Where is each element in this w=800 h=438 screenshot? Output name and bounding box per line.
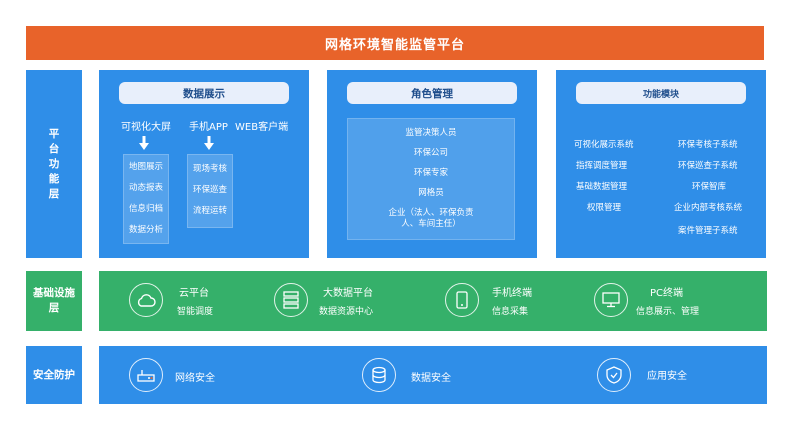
arrow-down-icon [139, 136, 149, 150]
infra-subtitle: 信息采集 [492, 307, 529, 317]
cloud-icon [129, 283, 163, 317]
panel-function-module: 功能模块 可视化展示系统 指挥调度管理 基础数据管理 权限管理 环保考核子系统 … [556, 70, 766, 258]
layer-label-infra-line: 基础设施 [33, 287, 75, 299]
layer-label-platform-char: 层 [48, 187, 60, 200]
function-item: 权限管理 [587, 203, 622, 213]
arrow-down-icon [204, 136, 214, 150]
infra-title: 云平台 [179, 288, 209, 299]
infra-subtitle: 智能调度 [177, 307, 214, 317]
panel-role-management: 角色管理 监管决策人员 环保公司 环保专家 网格员 企业（法人、环保负责 人、车… [327, 70, 537, 258]
function-item: 企业内部考核系统 [674, 203, 743, 213]
function-item: 可视化展示系统 [574, 140, 634, 150]
layer-label-platform-char: 台 [48, 142, 60, 155]
role-item: 网格员 [418, 188, 444, 198]
list-item: 环保巡查 [192, 185, 227, 195]
function-item: 环保考核子系统 [678, 140, 738, 150]
layer-label-infra: 基础设施 层 [26, 271, 82, 331]
list-item: 现场考核 [192, 164, 227, 174]
infra-subtitle: 数据资源中心 [319, 307, 374, 317]
role-item-line: 人、车间主任） [401, 219, 461, 229]
mobile-phone-icon [445, 283, 479, 317]
panel-title-role-management: 角色管理 [347, 82, 517, 104]
security-title: 应用安全 [647, 371, 687, 382]
infra-title: 手机终端 [492, 288, 532, 299]
security-title: 数据安全 [411, 373, 451, 384]
app-item-list: 现场考核 环保巡查 流程运转 [187, 154, 233, 228]
network-security-icon [129, 358, 163, 392]
function-item: 指挥调度管理 [576, 161, 628, 171]
role-item: 环保公司 [413, 148, 448, 158]
platform-title: 网格环境智能监管平台 [26, 26, 764, 60]
layer-label-platform-char: 平 [48, 127, 60, 140]
list-item: 动态报表 [128, 183, 163, 193]
screen-item-list: 地图展示 动态报表 信息归档 数据分析 [123, 154, 169, 244]
function-item: 环保智库 [692, 182, 727, 192]
monitor-icon [594, 283, 628, 317]
infrastructure-band: 云平台 智能调度 大数据平台 数据资源中心 手机终端 信息采集 PC终端 信息展… [99, 271, 767, 331]
role-item-line: 企业（法人、环保负责 [388, 208, 474, 218]
function-item: 环保巡查子系统 [678, 161, 738, 171]
panel-title-function-module: 功能模块 [576, 82, 746, 104]
role-list: 监管决策人员 环保公司 环保专家 网格员 企业（法人、环保负责 人、车间主任） [347, 118, 515, 240]
column-visual-screen: 可视化大屏 [121, 122, 171, 133]
layer-label-platform-char: 功 [48, 157, 60, 170]
column-web-client: WEB客户端 [235, 122, 289, 133]
layer-label-security: 安全防护 [26, 346, 82, 404]
function-item: 案件管理子系统 [678, 226, 738, 236]
infra-subtitle: 信息展示、管理 [636, 307, 700, 317]
function-item: 基础数据管理 [576, 182, 628, 192]
shield-icon [597, 358, 631, 392]
data-security-icon [362, 358, 396, 392]
column-mobile-app: 手机APP [189, 122, 228, 133]
database-server-icon [274, 283, 308, 317]
security-title: 网络安全 [175, 373, 215, 384]
panel-title-data-display: 数据展示 [119, 82, 289, 104]
list-item: 流程运转 [192, 206, 227, 216]
layer-label-infra-line: 层 [48, 302, 60, 314]
panel-data-display: 数据展示 可视化大屏 手机APP WEB客户端 地图展示 动态报表 信息归档 数… [99, 70, 309, 258]
role-item-enterprise: 企业（法人、环保负责 人、车间主任） [348, 203, 514, 230]
list-item: 信息归档 [128, 204, 163, 214]
list-item: 数据分析 [128, 225, 163, 235]
infra-title: 大数据平台 [323, 288, 373, 299]
infra-title: PC终端 [650, 288, 684, 299]
list-item: 地图展示 [128, 162, 163, 172]
security-band: 网络安全 数据安全 应用安全 [99, 346, 767, 404]
layer-label-platform: 平 台 功 能 层 [26, 70, 82, 258]
layer-label-platform-char: 能 [48, 172, 60, 185]
role-item: 环保专家 [413, 168, 448, 178]
role-item: 监管决策人员 [405, 128, 457, 138]
